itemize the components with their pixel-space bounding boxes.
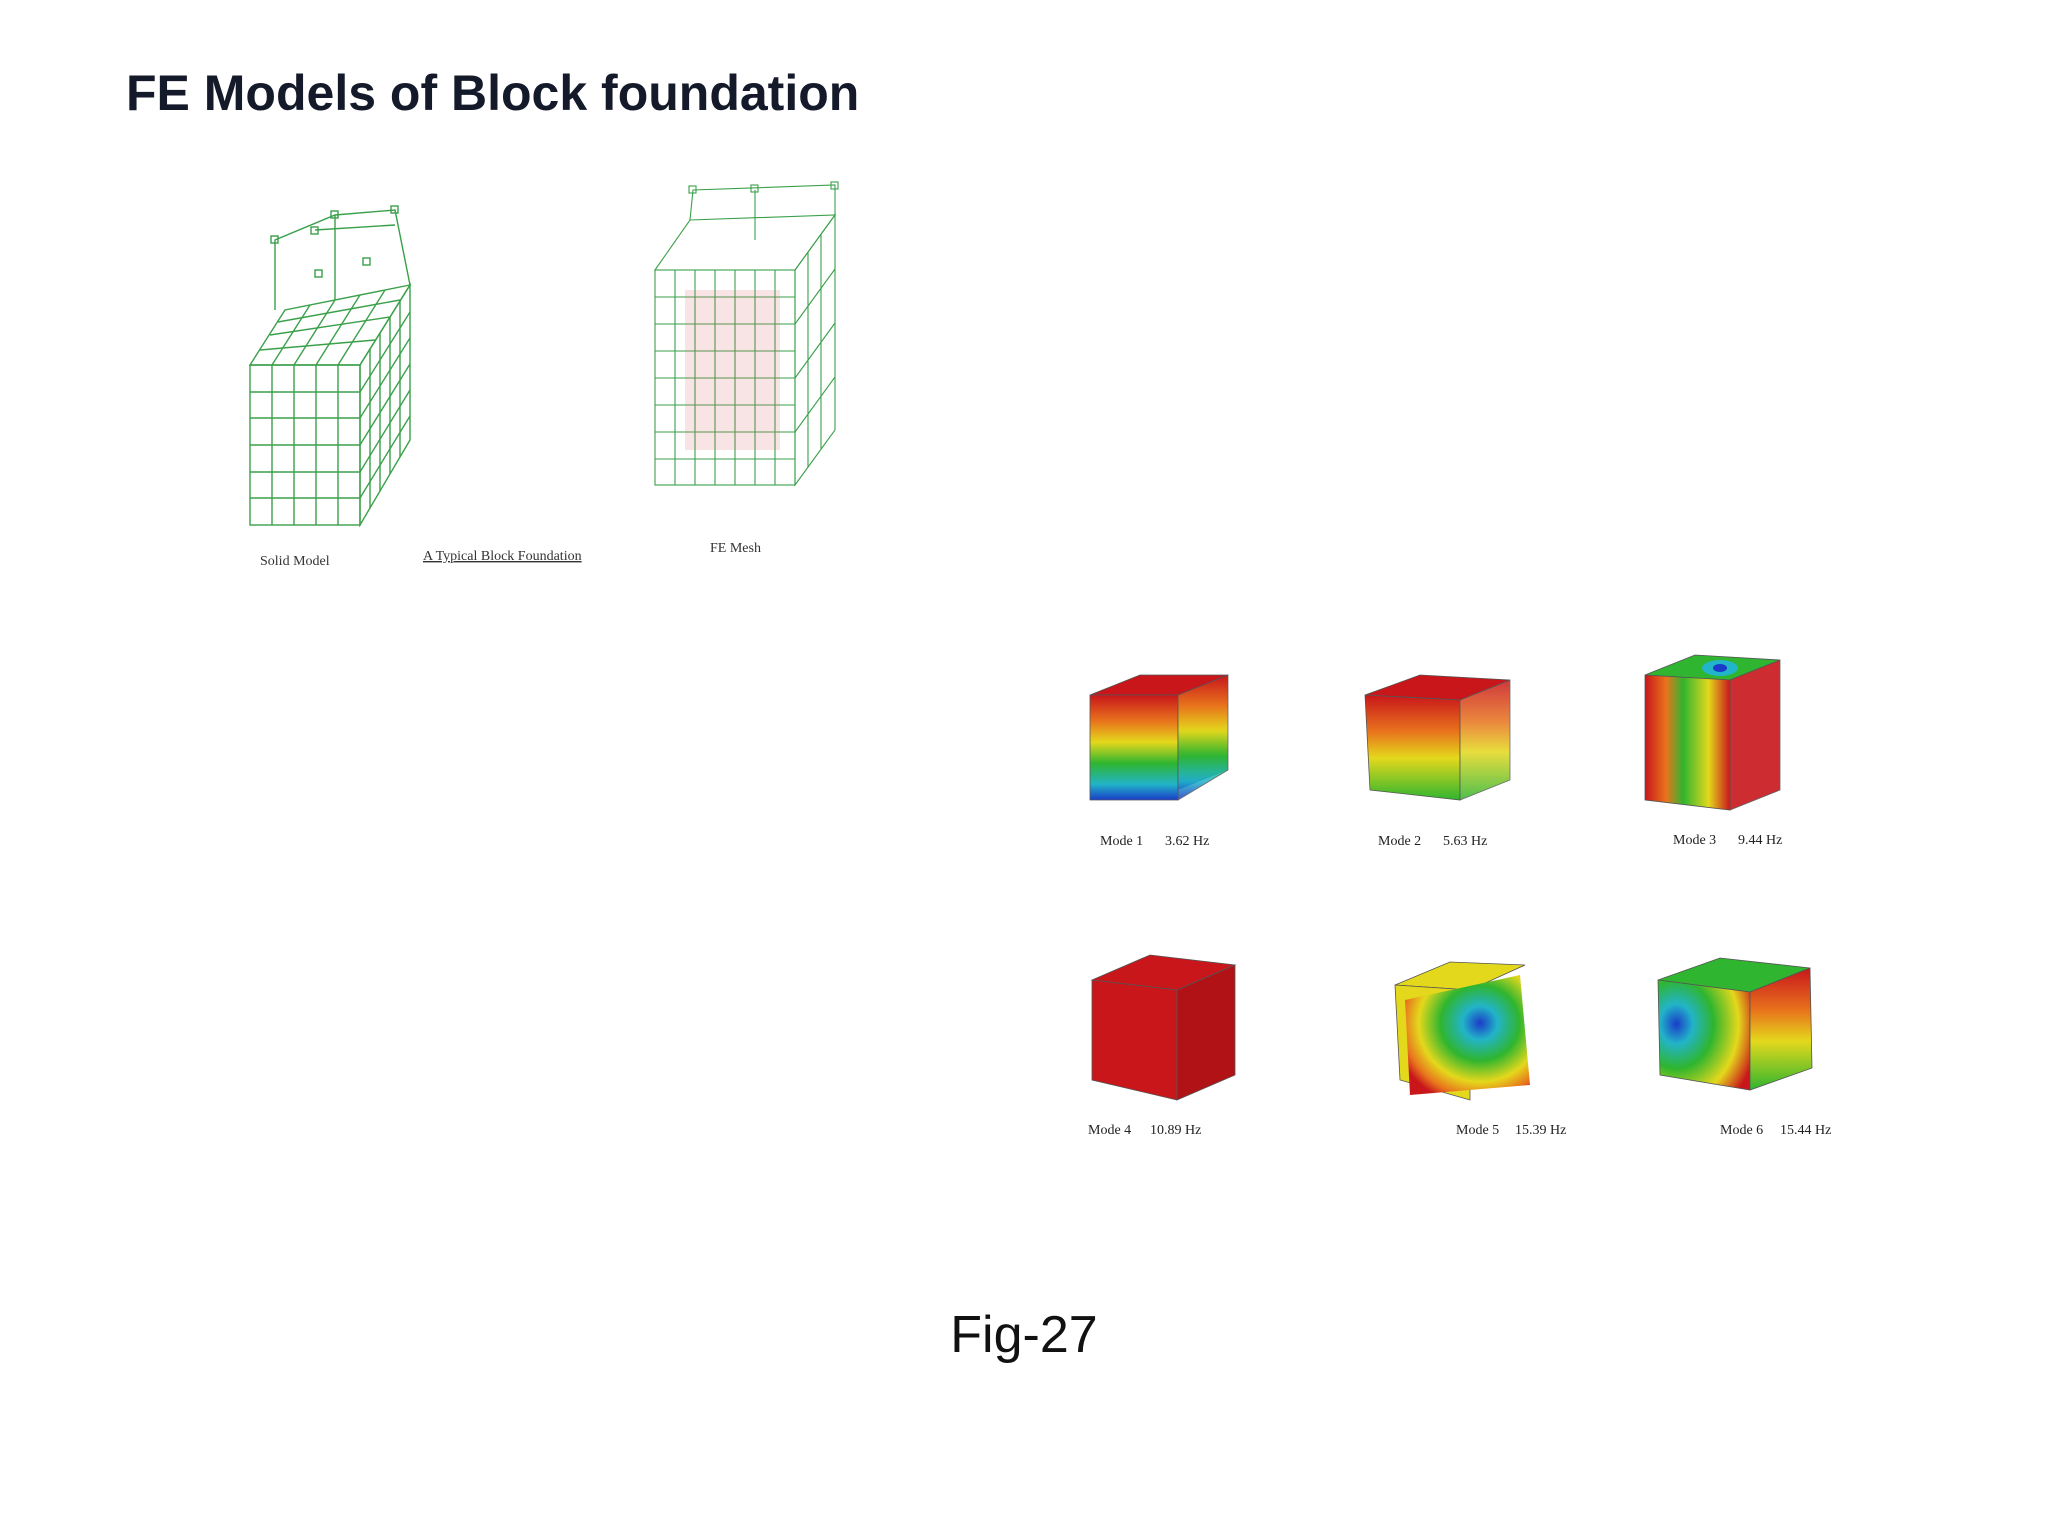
- mode-1-label: Mode 1: [1100, 834, 1143, 849]
- mode-shapes-figure: Mode 1 3.62 Hz Mode 2 5.63 Hz Mode 3 9.4…: [1088, 654, 1831, 1138]
- mode-2-freq: 5.63 Hz: [1443, 834, 1487, 849]
- mode-1-freq: 3.62 Hz: [1165, 834, 1209, 849]
- fe-mesh-drawing: [653, 181, 839, 487]
- fe-mesh-label: FE Mesh: [710, 541, 761, 556]
- slide-title: FE Models of Block foundation: [126, 65, 860, 121]
- block-foundation-figure: Solid Model A Typical Block Foundation F…: [248, 181, 839, 569]
- mode-6-shape: [1657, 957, 1813, 1091]
- fe-mesh-inner-points: [685, 290, 780, 450]
- mode-5-freq: 15.39 Hz: [1515, 1123, 1566, 1138]
- solid-model-drawing: [248, 205, 412, 528]
- mode-1-shape: [1089, 674, 1229, 801]
- solid-model-label: Solid Model: [260, 554, 330, 569]
- mode-4-label: Mode 4: [1088, 1123, 1131, 1138]
- mode-3-label: Mode 3: [1673, 833, 1716, 848]
- mode-3-shape: [1644, 654, 1781, 811]
- mode-2-shape: [1364, 674, 1511, 801]
- mode-5-shape: [1394, 961, 1530, 1101]
- mode-4-freq: 10.89 Hz: [1150, 1123, 1201, 1138]
- mode-5-label: Mode 5: [1456, 1123, 1499, 1138]
- mode-6-freq: 15.44 Hz: [1780, 1123, 1831, 1138]
- mode-4-shape: [1090, 954, 1237, 1101]
- figure-caption: Fig-27: [950, 1306, 1098, 1364]
- block-foundation-label: A Typical Block Foundation: [423, 549, 582, 564]
- mode-3-freq: 9.44 Hz: [1738, 833, 1782, 848]
- mode-6-label: Mode 6: [1720, 1123, 1763, 1138]
- mode-2-label: Mode 2: [1378, 834, 1421, 849]
